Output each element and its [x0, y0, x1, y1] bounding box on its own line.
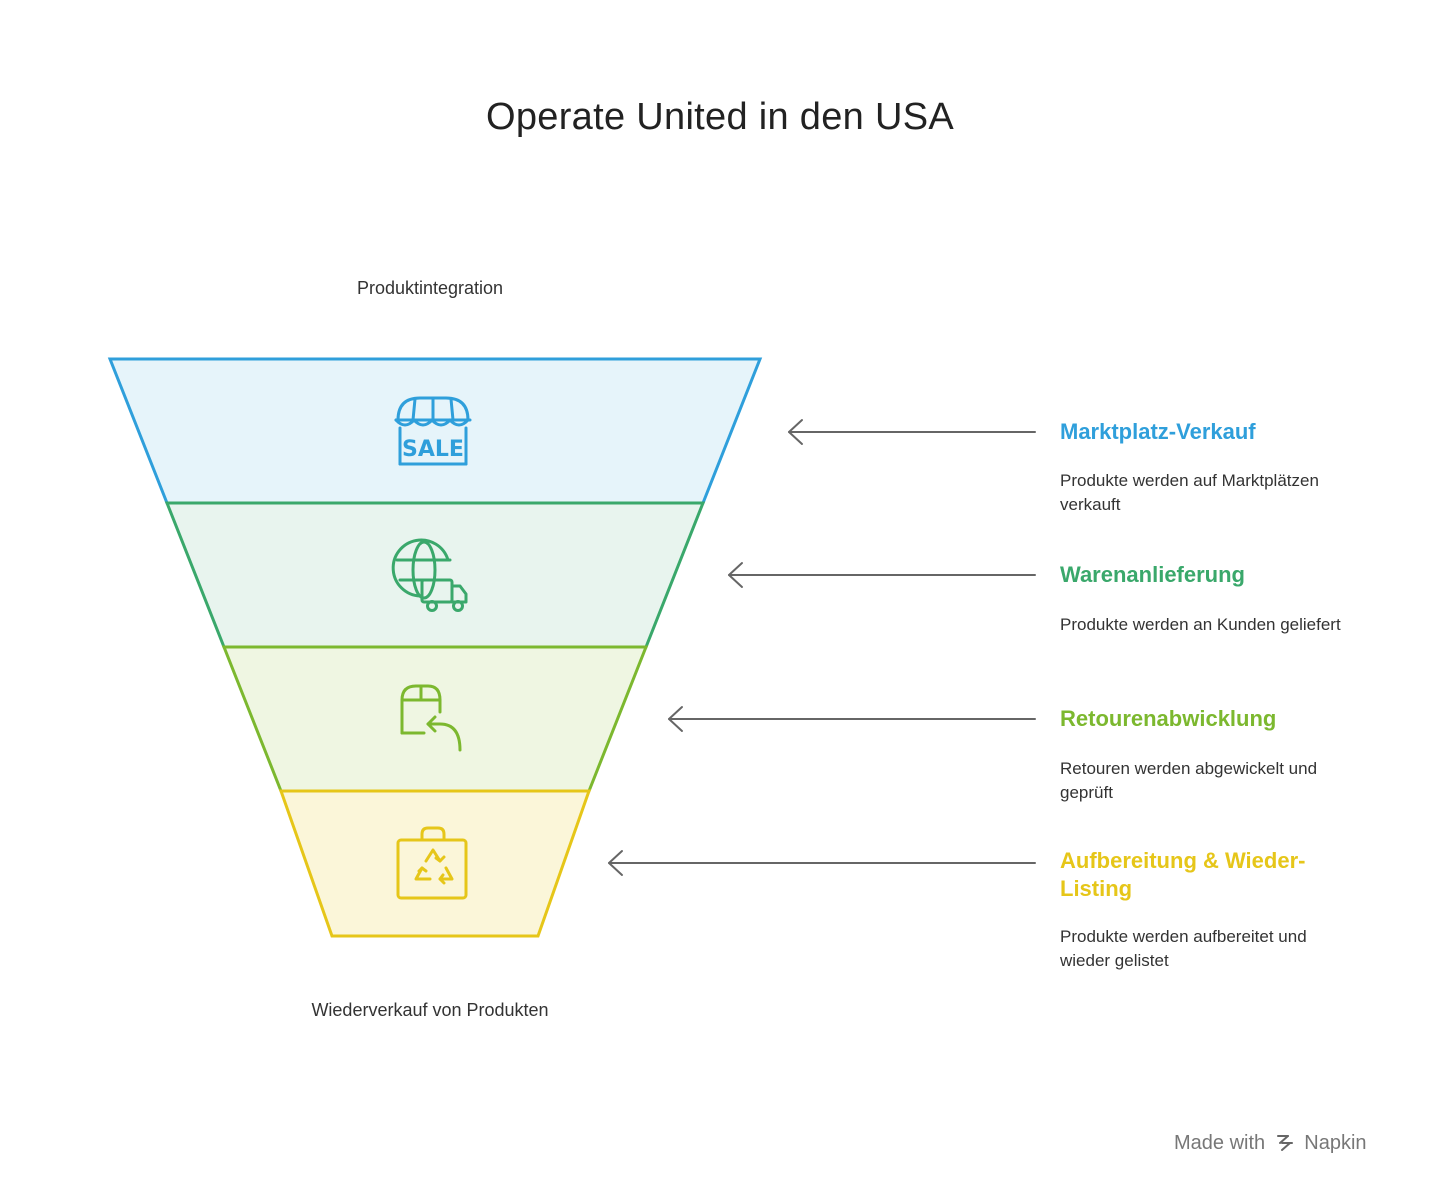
- stage-title-1: Marktplatz-Verkauf: [1060, 419, 1256, 444]
- arrow-stage-1: [788, 419, 1036, 445]
- stage-description-2: Produkte werden an Kunden geliefert: [1060, 615, 1341, 634]
- made-with-napkin-footer[interactable]: Made with Napkin: [1174, 1132, 1414, 1155]
- made-with-text: Made with: [1174, 1132, 1266, 1154]
- diagram-title: Operate United in den USA: [486, 96, 954, 138]
- funnel-bottom-label: Wiederverkauf von Produkten: [311, 1000, 549, 1020]
- arrow-stage-4: [608, 850, 1036, 876]
- funnel-stage-1: [107, 357, 763, 505]
- napkin-brand-text: Napkin: [1304, 1132, 1367, 1154]
- arrow-stage-3: [668, 706, 1036, 732]
- recycle-bag-icon: [396, 826, 468, 900]
- funnel-stage-4: [278, 789, 592, 938]
- arrow-stage-2: [728, 562, 1036, 588]
- stage-description-1: Produkte werden auf Marktplätzen verkauf…: [1060, 471, 1319, 514]
- package-return-icon: [400, 684, 462, 752]
- stage-title-3: Retourenabwicklung: [1060, 706, 1277, 731]
- sale-icon-text: SALE: [402, 437, 464, 462]
- funnel-top-label: Produktintegration: [356, 278, 504, 298]
- stage-title-4: Aufbereitung & Wieder-Listing: [1060, 848, 1306, 901]
- stage-description-4: Produkte werden aufbereitet und wieder g…: [1060, 927, 1307, 970]
- sale-storefront-icon: SALE: [394, 396, 472, 466]
- napkin-logo-icon: [1275, 1132, 1295, 1155]
- stage-title-2: Warenanlieferung: [1060, 562, 1245, 587]
- globe-delivery-truck-icon: [391, 538, 468, 612]
- stage-description-3: Retouren werden abgewickelt und geprüft: [1060, 759, 1318, 802]
